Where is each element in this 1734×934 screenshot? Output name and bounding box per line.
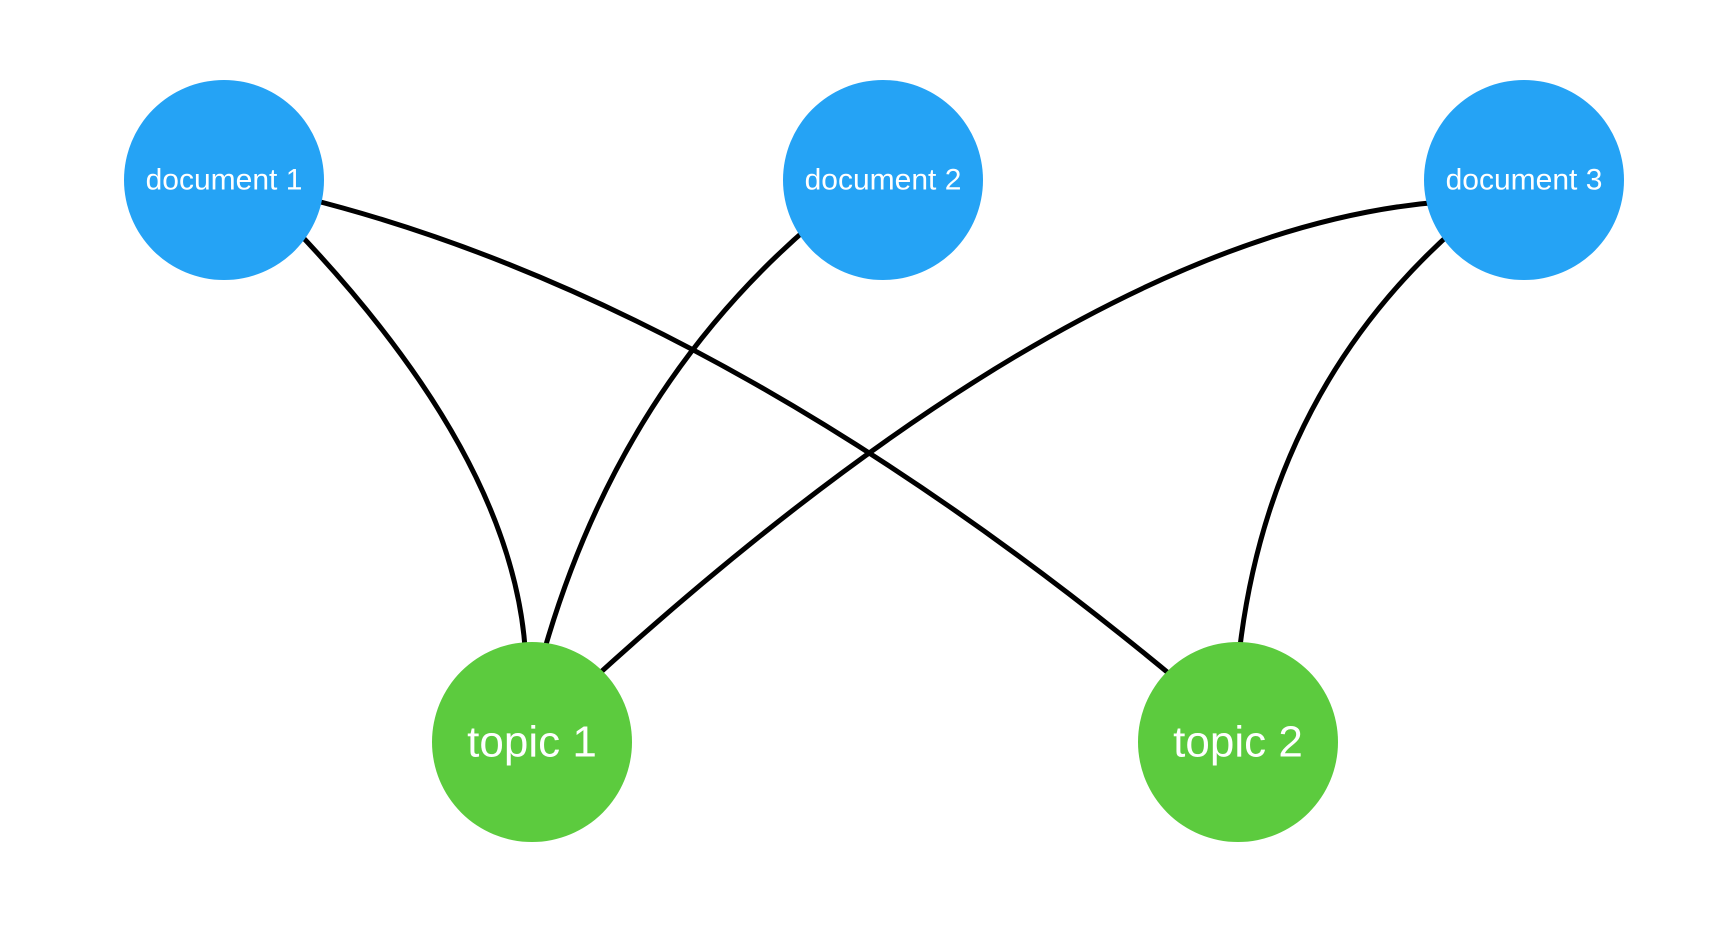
node-document-3: document 3 bbox=[1424, 80, 1624, 280]
document-node-circle bbox=[1424, 80, 1624, 280]
document-node-circle bbox=[124, 80, 324, 280]
document-1-label: document 1 bbox=[146, 164, 303, 197]
node-document-2: document 2 bbox=[783, 80, 983, 280]
topic-node-circle bbox=[1138, 642, 1338, 842]
edge-document-1-topic-1 bbox=[292, 226, 529, 668]
document-node-circle bbox=[783, 80, 983, 280]
node-document-1: document 1 bbox=[124, 80, 324, 280]
topic-node-circle bbox=[432, 642, 632, 842]
node-topic-2: topic 2 bbox=[1138, 642, 1338, 842]
document-2-label: document 2 bbox=[805, 164, 962, 197]
node-topic-1: topic 1 bbox=[432, 642, 632, 842]
document-3-label: document 3 bbox=[1446, 164, 1603, 197]
topic-1-label: topic 1 bbox=[467, 718, 597, 767]
edge-document-3-topic-2 bbox=[1236, 226, 1458, 658]
edge-document-1-topic-2 bbox=[302, 195, 1181, 684]
edge-document-2-topic-1 bbox=[540, 221, 815, 658]
edge-document-3-topic-1 bbox=[588, 199, 1443, 684]
topic-2-label: topic 2 bbox=[1173, 718, 1303, 767]
